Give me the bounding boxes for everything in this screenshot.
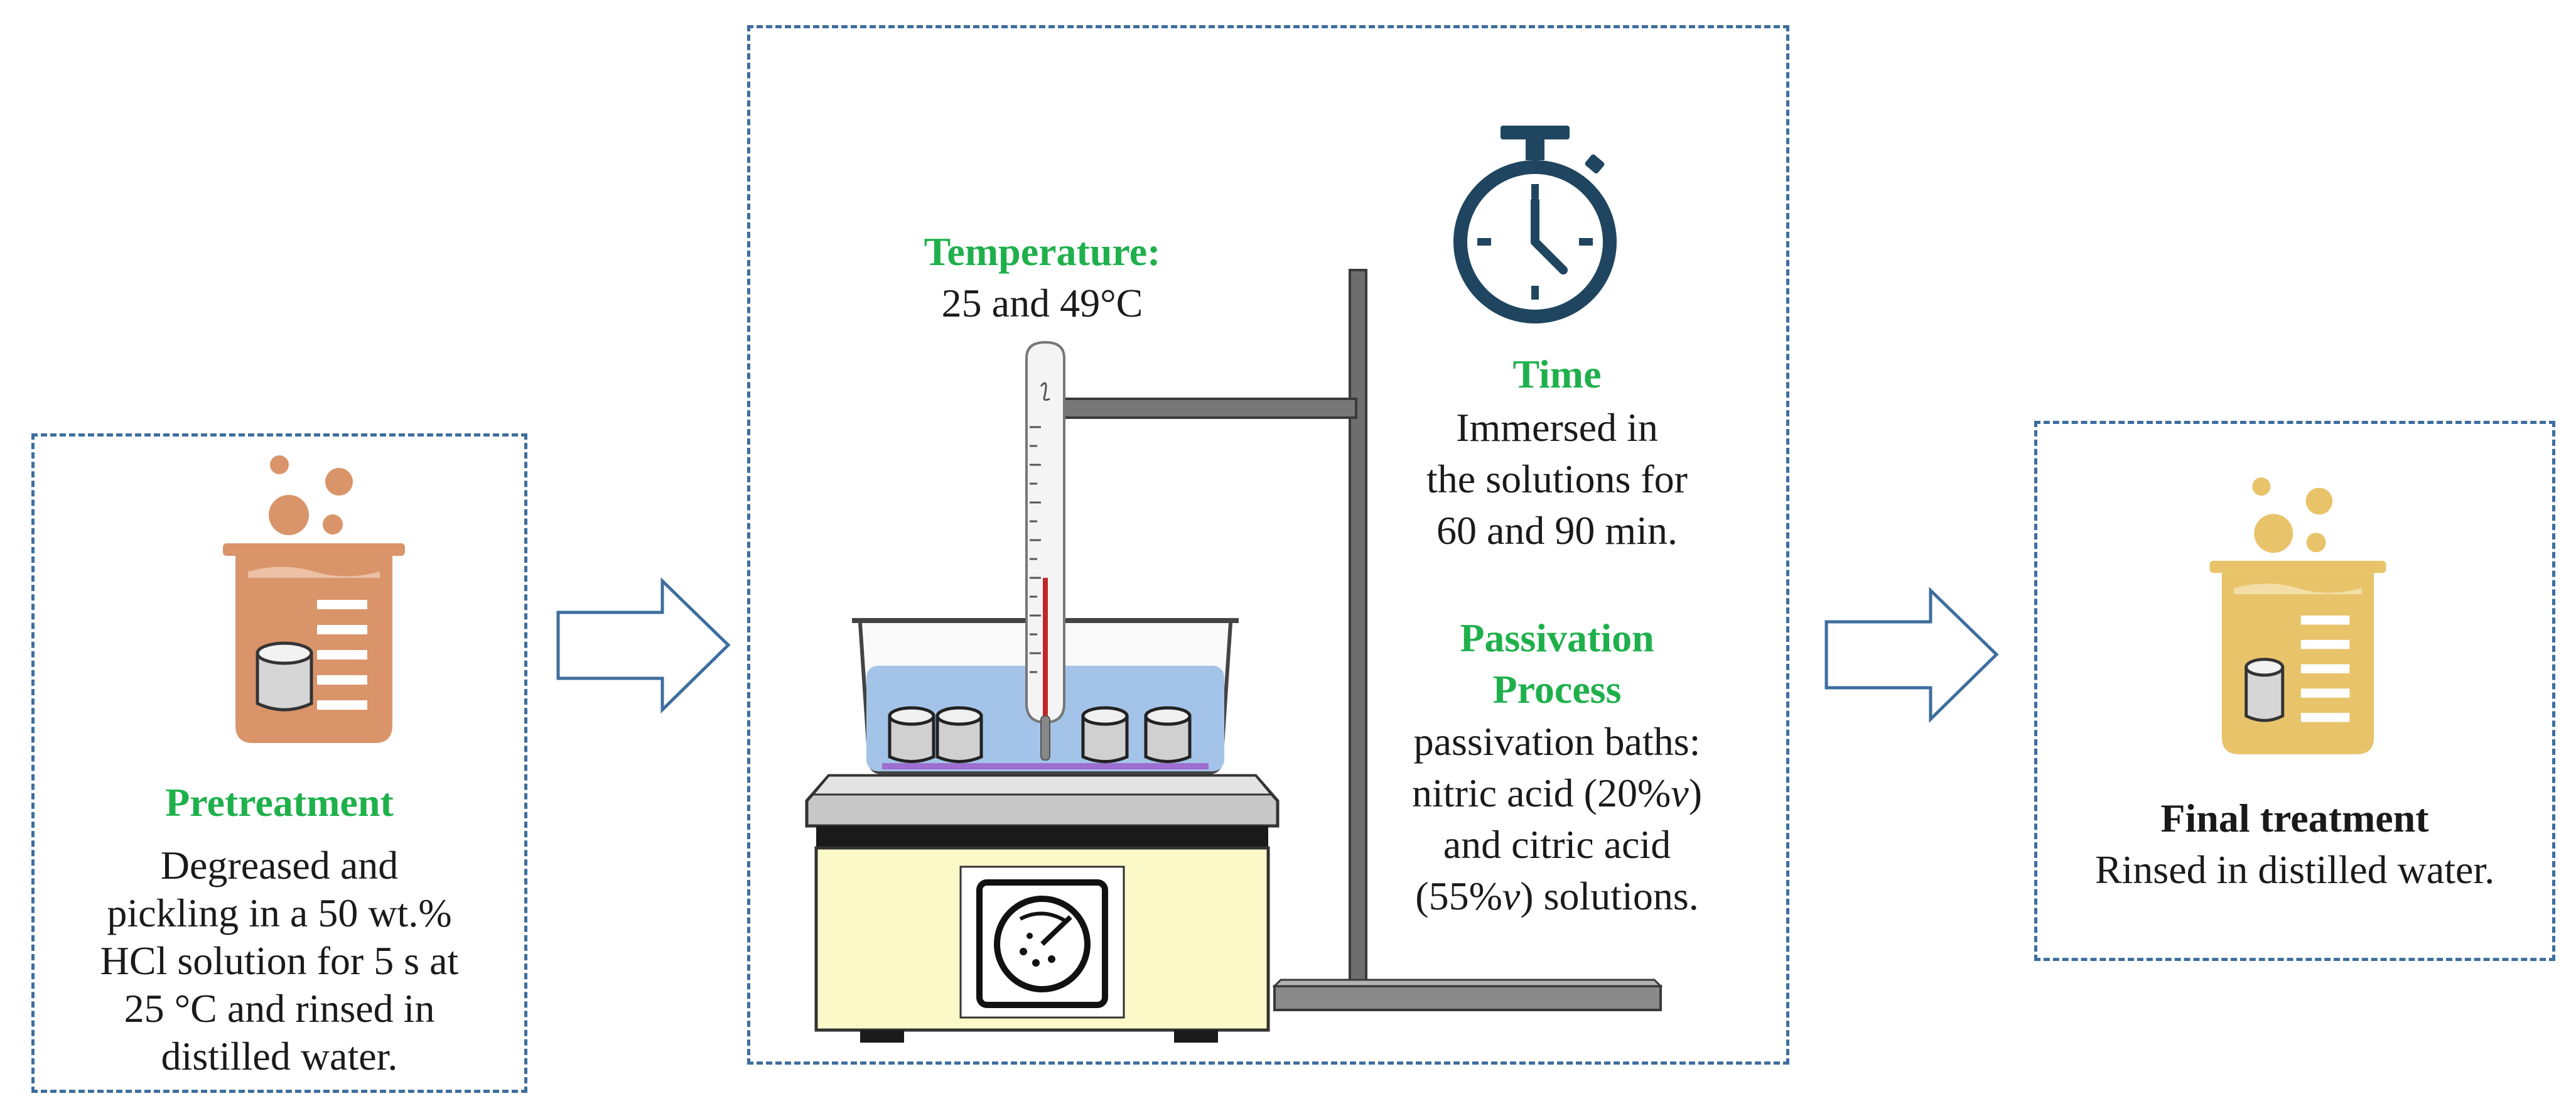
arrow-right-icon (1824, 587, 1999, 723)
process-panel (747, 25, 1789, 1065)
temperature-value: 25 and 49°C (941, 281, 1143, 325)
pretreatment-line: HCl solution for 5 s at (100, 938, 459, 983)
final-heading: Final treatment (2160, 796, 2429, 840)
passivation-line-text: nitric acid (20% (1412, 771, 1671, 815)
pretreatment-line: Degreased and (160, 843, 399, 887)
arrow-right-icon (556, 577, 731, 714)
unit-v: v (1671, 771, 1689, 815)
thermometer-icon (1025, 340, 1065, 761)
time-line: Immersed in (1456, 405, 1658, 450)
time-line: the solutions for (1426, 457, 1688, 501)
passivation-line: and citric acid (1443, 822, 1671, 867)
passivation-line: (55%v) solutions. (1372, 871, 1742, 922)
time-line: 60 and 90 min. (1436, 508, 1678, 553)
temperature-heading: Temperature: (924, 229, 1161, 274)
stopwatch-icon (1453, 126, 1617, 323)
pretreatment-panel (31, 433, 527, 1093)
pretreatment-heading: Pretreatment (165, 780, 394, 825)
unit-v: v (1502, 874, 1521, 918)
pretreatment-description: Degreased and pickling in a 50 wt.% HCl … (38, 842, 521, 1080)
passivation-line-text: ) solutions. (1520, 874, 1699, 918)
passivation-line-text: ) (1688, 771, 1702, 815)
time-heading: Time (1512, 352, 1602, 396)
passivation-line: passivation baths: (1413, 719, 1701, 764)
passivation-line: nitric acid (20%v) (1372, 768, 1742, 819)
beaker-icon (2209, 477, 2386, 754)
final-panel (2034, 421, 2555, 961)
passivation-heading: Passivation Process (1372, 612, 1742, 715)
passivation-heading-line: Process (1492, 667, 1622, 712)
final-description: Rinsed in distilled water. (2094, 847, 2495, 892)
dial-icon (959, 866, 1125, 1019)
beaker-icon (223, 455, 405, 743)
passivation-description: passivation baths: nitric acid (20%v) an… (1372, 716, 1742, 922)
passivation-line-text: (55% (1415, 874, 1502, 918)
pretreatment-line: pickling in a 50 wt.% (107, 891, 452, 935)
pretreatment-line: distilled water. (161, 1034, 398, 1078)
time-description: Immersed in the solutions for 60 and 90 … (1372, 402, 1742, 556)
lab-stand-icon (1047, 269, 1663, 1011)
pretreatment-line: 25 °C and rinsed in (124, 986, 435, 1031)
hot-plate-icon (805, 774, 1280, 1043)
passivation-heading-line: Passivation (1460, 616, 1654, 660)
